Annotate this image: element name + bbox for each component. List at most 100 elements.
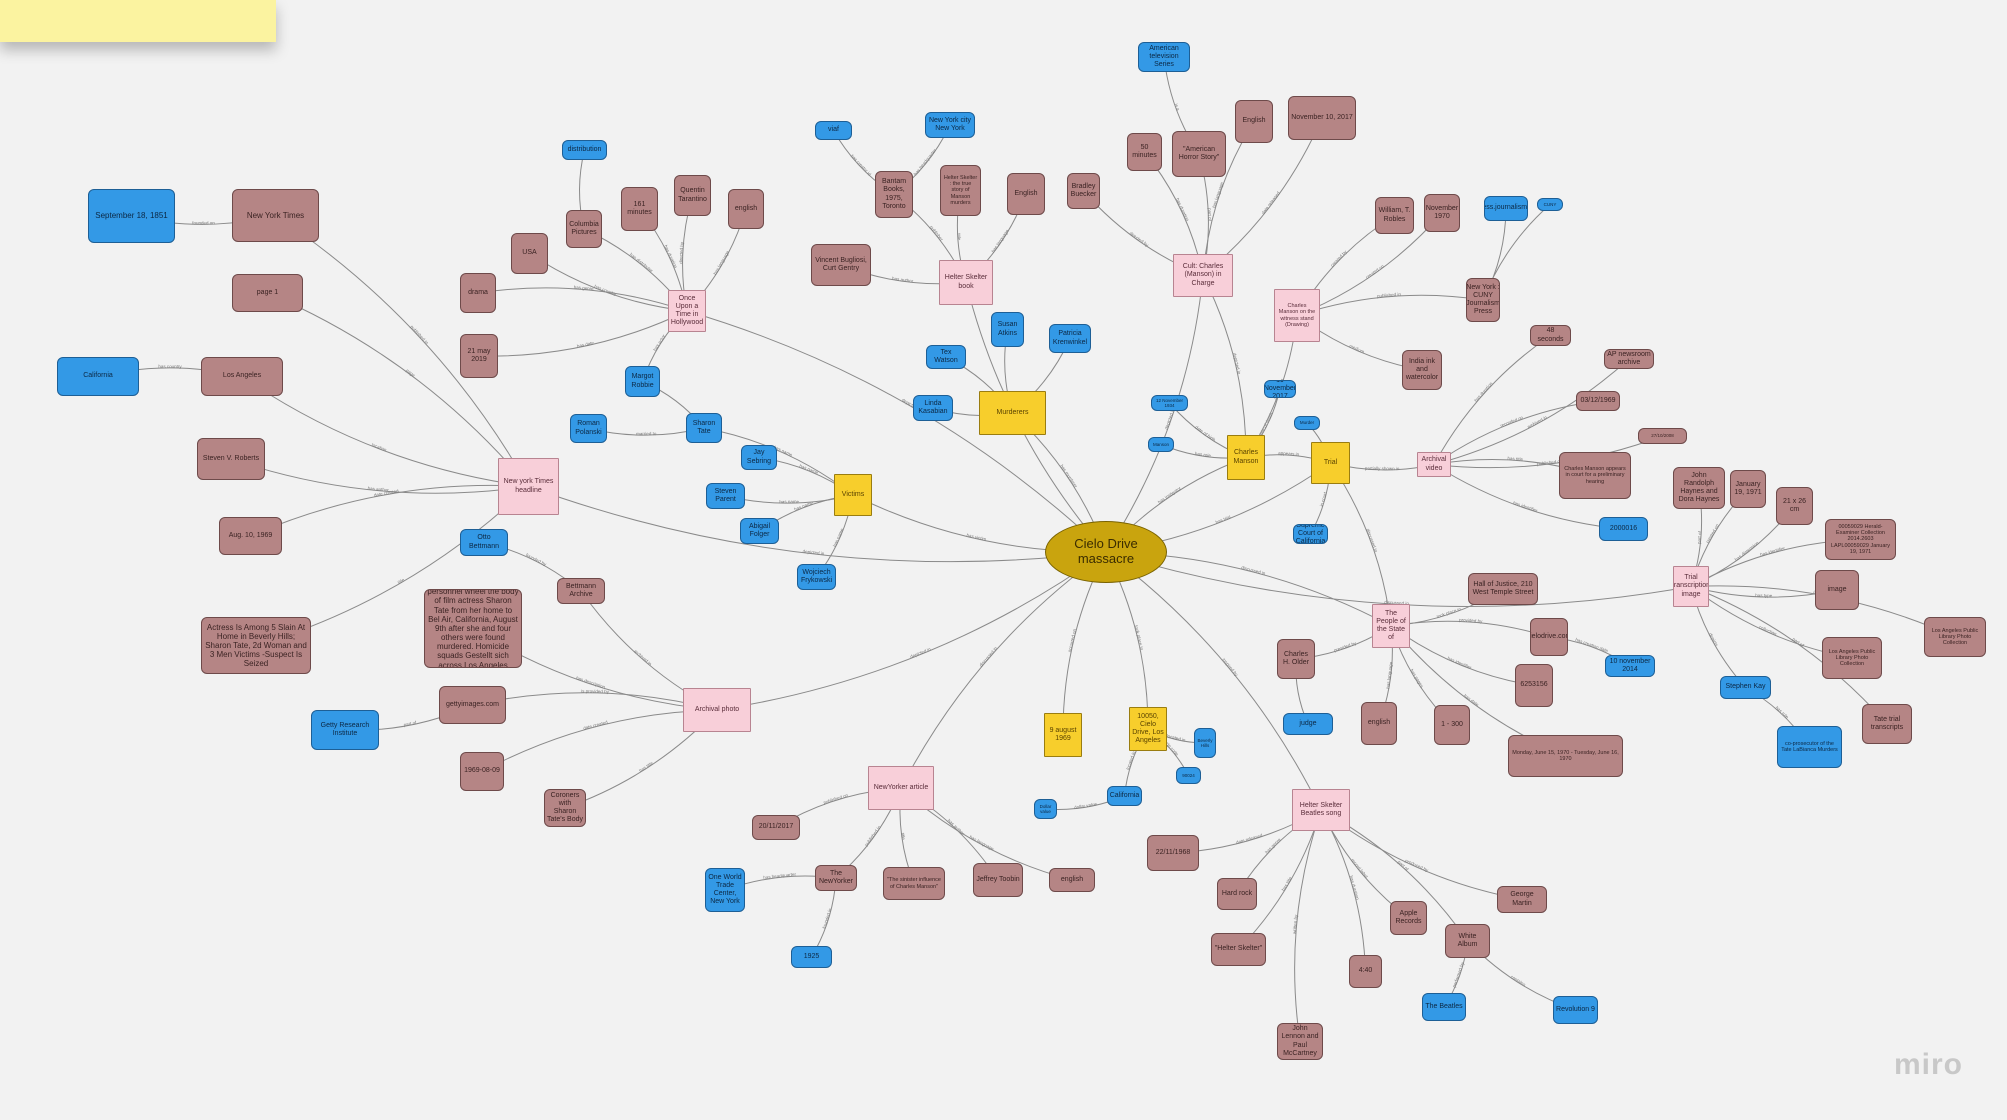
node-cuny_link2[interactable]: CUNY <box>1537 198 1563 211</box>
node-judge[interactable]: judge <box>1283 713 1333 735</box>
node-hall_justice[interactable]: Hall of Justice, 210 West Temple Street <box>1468 573 1538 605</box>
node-image[interactable]: image <box>1815 570 1859 610</box>
node-victims[interactable]: Victims <box>834 474 872 516</box>
edge-nyt_head-roberts[interactable] <box>230 458 529 494</box>
edge-arch_video-ap[interactable] <box>1433 358 1630 465</box>
node-sinister[interactable]: "The sinister influence of Charles Manso… <box>883 867 945 900</box>
edge-nyt_head-nyt[interactable] <box>275 215 529 487</box>
node-center[interactable]: Cielo Drive massacre <box>1045 521 1167 583</box>
node-polanski[interactable]: Roman Polanski <box>570 414 607 443</box>
node-nyt_head[interactable]: New york Times headline <box>498 458 559 515</box>
edge-nyt_head-la[interactable] <box>241 376 529 487</box>
node-d1969[interactable]: 1969-08-09 <box>460 752 504 791</box>
edge-people-n6253156[interactable] <box>1390 625 1535 686</box>
node-trial_img[interactable]: Trial transcription image <box>1673 566 1709 607</box>
edge-people-cielodrive[interactable] <box>1390 620 1550 638</box>
node-newyorker[interactable]: NewYorker article <box>868 766 934 810</box>
node-hs_quote[interactable]: "Helter Skelter" <box>1211 933 1266 966</box>
node-hs_title[interactable]: Helter Skelter : the true story of Manso… <box>940 165 981 216</box>
node-sec48[interactable]: 48 seconds <box>1530 325 1571 346</box>
edge-center-ouatih[interactable] <box>686 310 1107 553</box>
node-jan1971[interactable]: January 19, 1971 <box>1730 470 1766 508</box>
node-california2[interactable]: California <box>1107 786 1142 806</box>
node-hardrock[interactable]: Hard rock <box>1217 878 1257 910</box>
node-toobin[interactable]: Jeffrey Toobin <box>973 863 1023 897</box>
node-v200016[interactable]: 2000016 <box>1599 517 1648 541</box>
node-beatles[interactable]: The Beatles <box>1422 993 1466 1021</box>
edge-center-trial_img[interactable] <box>1105 551 1692 607</box>
node-dollar[interactable]: Dollar value <box>1034 799 1057 819</box>
node-aug10[interactable]: Aug. 10, 1969 <box>219 517 282 555</box>
node-martin[interactable]: George Martin <box>1497 886 1547 913</box>
node-krenwinkel[interactable]: Patricia Krenwinkel <box>1049 324 1091 353</box>
edge-nyt_head-aug10[interactable] <box>250 484 529 537</box>
edge-ouatih-usa[interactable] <box>529 253 688 312</box>
node-distribution[interactable]: distribution <box>562 140 607 160</box>
node-birth[interactable]: 12 November 1934 <box>1151 395 1188 411</box>
node-lapl[interactable]: Los Angeles Public Library Photo Collect… <box>1924 617 1986 657</box>
node-people[interactable]: The People of the State of <box>1372 604 1410 648</box>
node-ouatih[interactable]: Once Upon a Time in Hollywood <box>668 290 706 332</box>
edge-arch_video-d2710[interactable] <box>1433 435 1663 469</box>
node-eng4[interactable]: english <box>1361 702 1397 745</box>
node-ahs[interactable]: "American Horror Story" <box>1172 131 1226 177</box>
node-d0312[interactable]: 03/12/1969 <box>1576 391 1620 411</box>
node-ap[interactable]: AP newsroom archive <box>1604 349 1654 369</box>
node-la[interactable]: Los Angeles <box>201 357 283 396</box>
node-d2710[interactable]: 27/10/2008 <box>1638 428 1687 444</box>
edge-center-nyt_head[interactable] <box>528 486 1107 563</box>
node-nyc1[interactable]: New York city New York <box>925 112 975 138</box>
node-appears[interactable]: Charles Manson appears in court for a pr… <box>1559 452 1631 499</box>
node-cuny[interactable]: New York : CUNY Journalism Press <box>1466 278 1500 322</box>
node-manson_stand[interactable]: Charles Manson on the witness stand (Dra… <box>1274 289 1320 342</box>
node-d2211[interactable]: 22/11/1968 <box>1147 835 1199 871</box>
node-death[interactable]: 19 November 2017 <box>1264 380 1296 398</box>
edge-manson_stand-cuny[interactable] <box>1296 294 1484 316</box>
node-haynes[interactable]: John Randolph Haynes and Dora Haynes <box>1673 467 1725 509</box>
node-eng3[interactable]: English <box>1235 100 1273 143</box>
node-d2011[interactable]: 20/11/2017 <box>752 815 800 840</box>
node-eng2[interactable]: English <box>1007 173 1045 215</box>
node-may2019[interactable]: 21 may 2019 <box>460 334 498 378</box>
edge-center-arch_photo[interactable] <box>716 551 1107 711</box>
node-kay[interactable]: Stephen Kay <box>1720 676 1771 699</box>
edge-trial_img-tate_trial[interactable] <box>1690 586 1888 725</box>
node-ny_mag[interactable]: The NewYorker <box>815 865 857 891</box>
node-sebring[interactable]: Jay Sebring <box>741 445 777 470</box>
node-watson[interactable]: Tex Watson <box>926 345 966 369</box>
edge-ouatih-may2019[interactable] <box>478 310 688 357</box>
node-getty[interactable]: gettyimages.com <box>439 686 506 724</box>
node-cielodrive[interactable]: cielodrive.com <box>1530 618 1568 656</box>
node-n6253156[interactable]: 6253156 <box>1515 664 1553 707</box>
node-sharon[interactable]: Sharon Tate <box>686 413 722 443</box>
edge-arch_video-sec48[interactable] <box>1433 335 1551 465</box>
node-older[interactable]: Charles H. Older <box>1277 639 1315 679</box>
node-robles[interactable]: William, T. Robles <box>1375 197 1414 234</box>
node-coprosecutor[interactable]: co-prosecutor of the Tate LaBianca Murde… <box>1777 726 1842 768</box>
node-arch_photo[interactable]: Archival photo <box>683 688 751 732</box>
node-california[interactable]: California <box>57 357 139 396</box>
node-aug1969[interactable]: 9 august 1969 <box>1044 713 1082 757</box>
node-nov2014[interactable]: 10 november 2014 <box>1605 655 1655 677</box>
node-atkins[interactable]: Susan Atkins <box>991 312 1024 347</box>
node-cm21[interactable]: 21 x 26 cm <box>1776 487 1813 525</box>
node-kasabian[interactable]: Linda Kasabian <box>913 395 953 421</box>
node-getty_inst[interactable]: Getty Research Institute <box>311 710 379 750</box>
edge-arch_photo-d1969[interactable] <box>481 709 718 772</box>
node-revolution[interactable]: Revolution 9 <box>1553 996 1598 1024</box>
edge-center-cult[interactable] <box>1105 275 1204 553</box>
edge-arch_photo-getty[interactable] <box>472 692 718 711</box>
sticky-note[interactable] <box>0 0 276 42</box>
node-ahs_link[interactable]: American television Series <box>1138 42 1190 72</box>
edge-hs_song-lennon[interactable] <box>1294 809 1322 1042</box>
node-hs_song[interactable]: Helter Skelter Beatles song <box>1292 789 1350 831</box>
node-cult[interactable]: Cult: Charles (Manson) in Charge <box>1173 254 1233 297</box>
node-page1[interactable]: page 1 <box>232 274 303 312</box>
node-lapl2[interactable]: Los Angeles Public Library Photo Collect… <box>1822 637 1882 679</box>
node-lennon[interactable]: John Lennon and Paul McCartney <box>1277 1023 1323 1060</box>
node-murderers[interactable]: Murderers <box>979 391 1046 435</box>
node-t440[interactable]: 4:40 <box>1349 955 1382 988</box>
node-parent[interactable]: Steven Parent <box>706 483 745 509</box>
node-hs_book[interactable]: Helter Skelter book <box>939 260 993 305</box>
